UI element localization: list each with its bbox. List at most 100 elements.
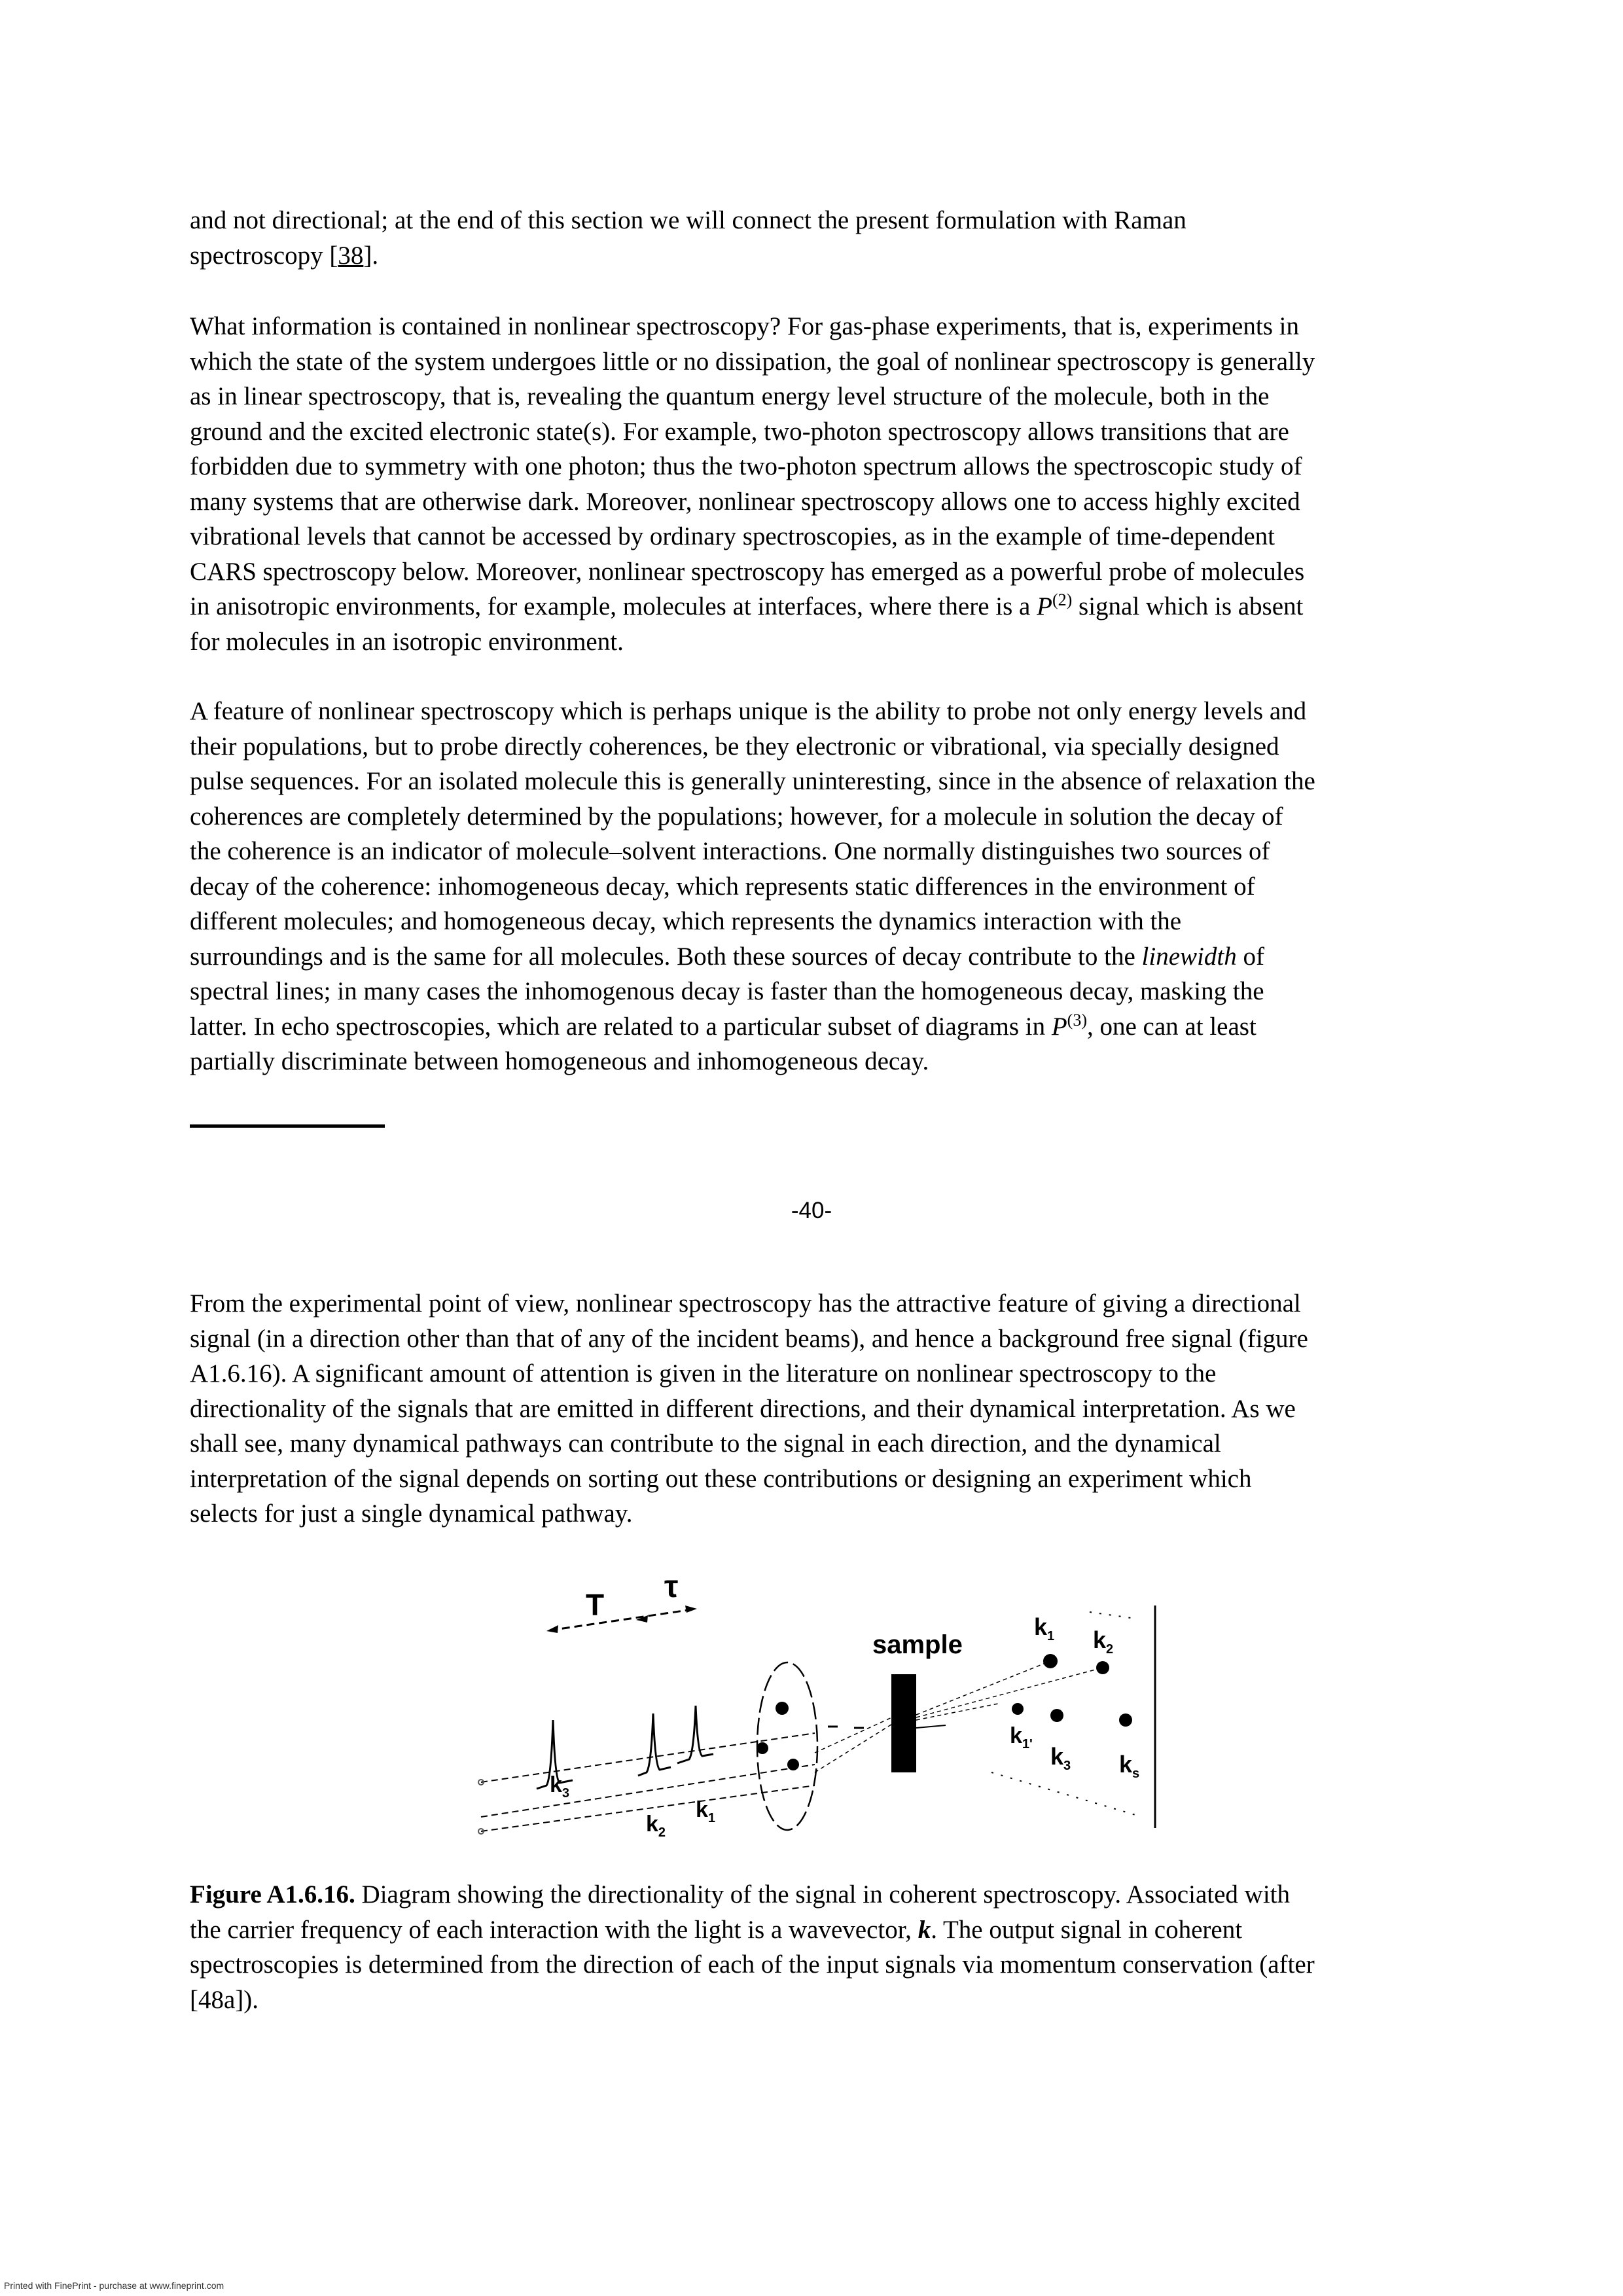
- pulse-2: [637, 1713, 671, 1777]
- output-ks-label-sub: s: [1132, 1767, 1139, 1781]
- text-line: A1.6.16). A significant amount of attent…: [190, 1359, 1217, 1388]
- time-delay-T-label: T: [586, 1588, 604, 1622]
- text-line: ground and the excited electronic state(…: [190, 417, 1289, 446]
- reference-link[interactable]: 38: [338, 241, 364, 270]
- beam-k1-label-letter: k: [696, 1797, 708, 1822]
- output-ks-label-letter: k: [1119, 1751, 1133, 1778]
- beam-spot: [787, 1759, 799, 1770]
- output-ray: [916, 1703, 999, 1721]
- text-line: coherences are completely determined by …: [190, 802, 1283, 831]
- text-line: for molecules in an isotropic environmen…: [190, 627, 624, 656]
- text-line: What information is contained in nonline…: [190, 312, 1299, 340]
- sample-block: [891, 1674, 916, 1772]
- text-line: forbidden due to symmetry with one photo…: [190, 452, 1302, 480]
- output-k2-label-letter: k: [1093, 1626, 1107, 1653]
- output-spot-k1: [1043, 1654, 1058, 1668]
- beam-line-k2: [480, 1764, 815, 1818]
- time-axis-line: [549, 1607, 698, 1632]
- beam-k3-label-sub: 3: [562, 1786, 569, 1801]
- text-line: decay of the coherence: inhomogeneous de…: [190, 872, 1255, 901]
- output-ray: [916, 1660, 1051, 1715]
- beam-converging: [814, 1716, 894, 1753]
- text-fragment: signal which is absent: [1072, 592, 1304, 620]
- screen-outline: [1089, 1611, 1136, 1619]
- text-fragment: . The output signal in coherent: [931, 1915, 1243, 1944]
- paragraph-information-content: What information is contained in nonline…: [190, 309, 1440, 659]
- output-ray: [916, 1667, 1103, 1718]
- text-line: their populations, but to probe directly…: [190, 732, 1279, 761]
- beam-k3-label: k3: [550, 1772, 569, 1801]
- output-spot-k1-prime: [1012, 1703, 1024, 1715]
- output-k3-label-sub: 3: [1063, 1759, 1071, 1773]
- italic-term: linewidth: [1141, 942, 1237, 971]
- output-k1-label-sub: 1: [1047, 1629, 1054, 1643]
- output-k1-prime-label: k1': [1010, 1723, 1033, 1751]
- text-fragment: , one can at least: [1087, 1012, 1257, 1041]
- text-line: many systems that are otherwise dark. Mo…: [190, 487, 1300, 516]
- beam-converging: [814, 1723, 894, 1773]
- beam-k3-label-letter: k: [550, 1772, 562, 1797]
- output-ks-label: ks: [1119, 1751, 1139, 1781]
- output-spot-k3: [1050, 1709, 1063, 1722]
- pulse-1: [536, 1719, 573, 1790]
- text-fragment: spectroscopy: [190, 241, 323, 270]
- figure-label: Figure A1.6.16.: [190, 1880, 355, 1909]
- beam-k2-label-sub: 2: [658, 1825, 666, 1840]
- output-k1-label-letter: k: [1034, 1613, 1048, 1640]
- sample-label: sample: [872, 1630, 963, 1659]
- text-line: pulse sequences. For an isolated molecul…: [190, 767, 1315, 795]
- output-k1-label: k1: [1034, 1613, 1054, 1643]
- text-line: the coherence is an indicator of molecul…: [190, 837, 1270, 865]
- text-line: selects for just a single dynamical path…: [190, 1499, 633, 1528]
- text-line: as in linear spectroscopy, that is, reve…: [190, 382, 1270, 410]
- text-fragment: in anisotropic environments, for example…: [190, 592, 1037, 620]
- text-line: signal (in a direction other than that o…: [190, 1324, 1308, 1353]
- text-line: A feature of nonlinear spectroscopy whic…: [190, 697, 1307, 725]
- arrowhead: [636, 1615, 648, 1623]
- text-line: and not directional; at the end of this …: [190, 206, 1186, 234]
- polarization-symbol: P: [1051, 1012, 1067, 1041]
- text-fragment: Diagram showing the directionality of th…: [355, 1880, 1290, 1909]
- beam-origin: [478, 1779, 484, 1785]
- directionality-diagram: T τ k3 k2 k1 sample k1 k2 k1' k3 ks: [478, 1570, 1156, 1840]
- page-number: -40-: [791, 1198, 832, 1223]
- text-line: surroundings and is the same for all mol…: [190, 939, 1440, 975]
- output-ray: [916, 1725, 946, 1729]
- polarization-symbol: P: [1037, 592, 1052, 620]
- figure-caption: Figure A1.6.16. Diagram showing the dire…: [190, 1877, 1440, 2017]
- text-fragment: of: [1236, 942, 1264, 971]
- text-fragment: .: [372, 241, 379, 270]
- text-line: spectral lines; in many cases the inhomo…: [190, 977, 1264, 1005]
- text-line: vibrational levels that cannot be access…: [190, 522, 1275, 550]
- text-line: partially discriminate between homogeneo…: [190, 1047, 929, 1075]
- beam-k2-label: k2: [646, 1812, 666, 1840]
- paragraph-experimental-view: From the experimental point of view, non…: [190, 1286, 1440, 1532]
- beam-line-k1: [480, 1732, 815, 1783]
- screen-outline: [991, 1772, 1136, 1816]
- text-line: shall see, many dynamical pathways can c…: [190, 1429, 1221, 1458]
- caption-line: the carrier frequency of each interactio…: [190, 1912, 1440, 1948]
- beam-spot: [776, 1702, 789, 1715]
- text-line: spectroscopy [38].: [190, 241, 379, 270]
- text-fragment: surroundings and is the same for all mol…: [190, 942, 1142, 971]
- beam-origin: [478, 1828, 484, 1835]
- caption-line: Figure A1.6.16. Diagram showing the dire…: [190, 1877, 1440, 1912]
- text-line: From the experimental point of view, non…: [190, 1289, 1301, 1318]
- text-line: directionality of the signals that are e…: [190, 1394, 1296, 1423]
- paragraph-intro-continuation: and not directional; at the end of this …: [190, 203, 1440, 273]
- text-fragment: the carrier frequency of each interactio…: [190, 1915, 918, 1944]
- footnote-rule: [190, 1124, 385, 1128]
- output-k1-prime-label-sub: 1': [1022, 1737, 1033, 1751]
- paragraph-coherence-probe: A feature of nonlinear spectroscopy whic…: [190, 694, 1440, 1079]
- beam-spot: [757, 1742, 768, 1754]
- wavevector-symbol: k: [918, 1915, 931, 1944]
- pulse-3: [677, 1705, 714, 1765]
- beam-k1-label-sub: 1: [708, 1811, 715, 1825]
- printer-watermark: Printed with FinePrint - purchase at www…: [4, 2280, 224, 2291]
- caption-line: [48a]).: [190, 1985, 259, 2014]
- arrowhead: [685, 1605, 697, 1613]
- beam-k1-label: k1: [696, 1797, 715, 1825]
- text-line: interpretation of the signal depends on …: [190, 1464, 1252, 1493]
- output-spot-k2: [1096, 1661, 1109, 1674]
- text-line: in anisotropic environments, for example…: [190, 589, 1440, 624]
